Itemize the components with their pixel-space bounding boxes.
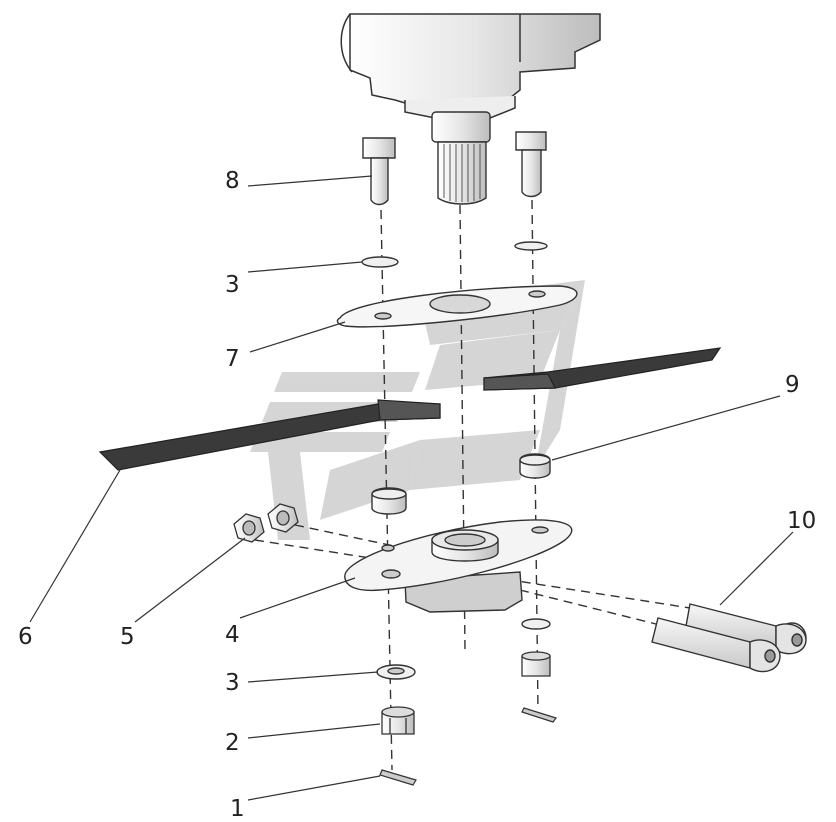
castle-nut-right	[521, 651, 551, 677]
assembly-centerlines	[254, 199, 691, 771]
callout-9: 9	[785, 372, 800, 398]
leader-lines	[29, 175, 794, 801]
hex-nut-back	[267, 503, 299, 533]
callouts: 8 3 7 9 10 6 5 4 3 2 1	[18, 168, 816, 822]
cotter-pin-left	[379, 769, 417, 786]
callout-5: 5	[120, 624, 135, 650]
splined-shaft	[431, 111, 491, 205]
callout-6: 6	[18, 624, 33, 650]
washer-upper-right	[514, 241, 548, 251]
blade-right	[483, 347, 722, 391]
hex-nut-front	[233, 513, 265, 543]
callout-3-lower: 3	[225, 670, 240, 696]
bolt-left	[362, 137, 396, 206]
washer-upper-left	[361, 256, 399, 268]
callout-8: 8	[225, 168, 240, 194]
callout-4: 4	[225, 622, 240, 648]
spacer-left	[371, 487, 407, 515]
callout-10: 10	[787, 508, 816, 534]
top-plate	[336, 285, 578, 328]
cotter-pin-right	[521, 707, 557, 723]
gearbox-housing	[340, 13, 601, 121]
spacer-right	[519, 453, 551, 479]
blade-left	[98, 399, 441, 471]
callout-3-upper: 3	[225, 272, 240, 298]
bolt-right	[515, 131, 547, 198]
washer-lower-right	[521, 618, 551, 630]
callout-7: 7	[225, 346, 240, 372]
washer-lower-left	[376, 664, 416, 680]
bottom-plate-hub	[344, 519, 573, 613]
callout-2: 2	[225, 730, 240, 756]
long-bolt-lower	[651, 617, 781, 673]
castle-nut-left	[381, 706, 415, 735]
callout-1: 1	[230, 796, 245, 822]
